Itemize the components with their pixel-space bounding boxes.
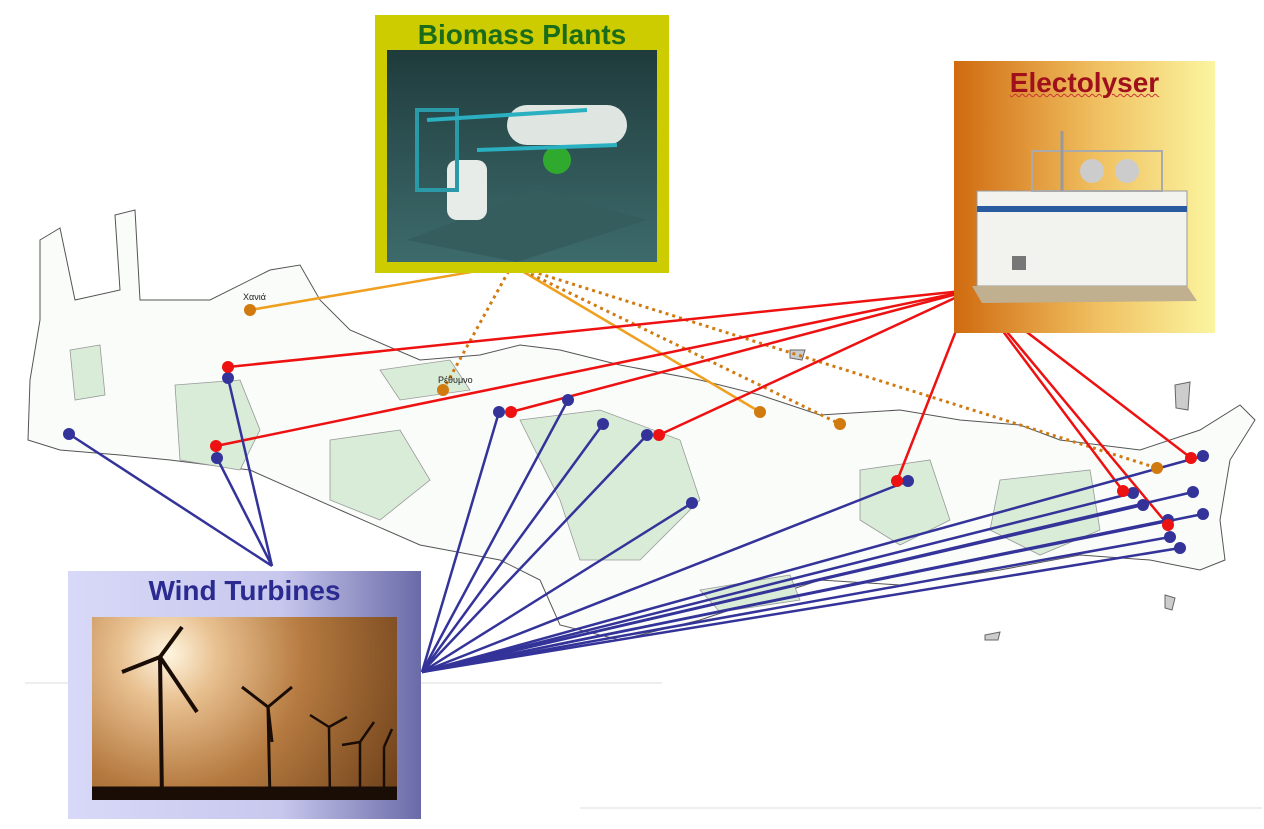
site-markers (63, 304, 1209, 554)
wind-title: Wind Turbines (148, 575, 341, 606)
wind-site-marker (1174, 542, 1186, 554)
wind-site-marker (63, 428, 75, 440)
island-outline (27, 209, 1256, 641)
biomass-plant-image (387, 50, 657, 262)
electrolyser-image (972, 131, 1197, 311)
wind-site-marker (1197, 508, 1209, 520)
electrolyser-link (227, 288, 973, 369)
wind-site-marker (222, 372, 234, 384)
wind-site-marker (1137, 499, 1149, 511)
wind-site-marker (597, 418, 609, 430)
wind-site-marker (686, 497, 698, 509)
electrolyser-site-marker (1117, 485, 1129, 497)
wind-site-marker (1197, 450, 1209, 462)
wind-site-marker (211, 452, 223, 464)
electrolyser-site-marker (1185, 452, 1197, 464)
wind-link (421, 434, 648, 673)
biomass-site-marker (244, 304, 256, 316)
biomass-link (511, 263, 1158, 470)
wind-site-marker (562, 394, 574, 406)
wind-site-marker (902, 475, 914, 487)
biomass-site-marker (437, 384, 449, 396)
wind-site-marker (641, 429, 653, 441)
wind-link (421, 491, 1134, 674)
wind-site-marker (493, 406, 505, 418)
wind-link (68, 432, 273, 568)
wind-link (421, 546, 1181, 674)
wind-link (421, 454, 1204, 674)
wind-turbines-image (92, 617, 397, 800)
electrolyser-site-marker (222, 361, 234, 373)
wind-turbines-panel: Wind Turbines (68, 571, 421, 819)
biomass-site-marker (754, 406, 766, 418)
wind-link (420, 399, 570, 673)
biomass-site-marker (1151, 462, 1163, 474)
wind-link (420, 423, 605, 673)
biomass-link (511, 263, 841, 426)
biomass-plants-panel: Biomass Plants (375, 15, 669, 273)
electrolyser-title: Electolyser (1009, 67, 1160, 98)
electrolyser-link (510, 288, 973, 414)
connection-lines (68, 263, 1204, 674)
biomass-link (441, 264, 514, 391)
electrolyser-site-marker (1162, 519, 1174, 531)
electrolyser-link (658, 288, 973, 437)
electrolyser-site-marker (505, 406, 517, 418)
wind-link (421, 535, 1171, 674)
wind-link (421, 501, 693, 674)
town-label-rethymno: Ρέθυμνο (438, 375, 473, 385)
wind-link (226, 377, 274, 567)
small-islands (789, 349, 1191, 641)
electrolyser-site-marker (653, 429, 665, 441)
wind-link (420, 411, 501, 673)
electrolyser-site-marker (891, 475, 903, 487)
electrolyser-site-marker (210, 440, 222, 452)
wind-link (215, 457, 274, 567)
biomass-site-marker (834, 418, 846, 430)
wind-site-marker (1187, 486, 1199, 498)
biomass-link (511, 263, 761, 414)
biomass-title: Biomass Plants (417, 19, 627, 50)
town-label-chania: Χανιά (243, 292, 266, 302)
wind-site-marker (1127, 487, 1139, 499)
wind-site-marker (1164, 531, 1176, 543)
wind-link (421, 512, 1204, 674)
electrolyser-link (215, 288, 973, 448)
wind-link (421, 490, 1194, 674)
wind-link (421, 479, 909, 674)
electrolyser-panel: Electolyser (954, 61, 1215, 333)
